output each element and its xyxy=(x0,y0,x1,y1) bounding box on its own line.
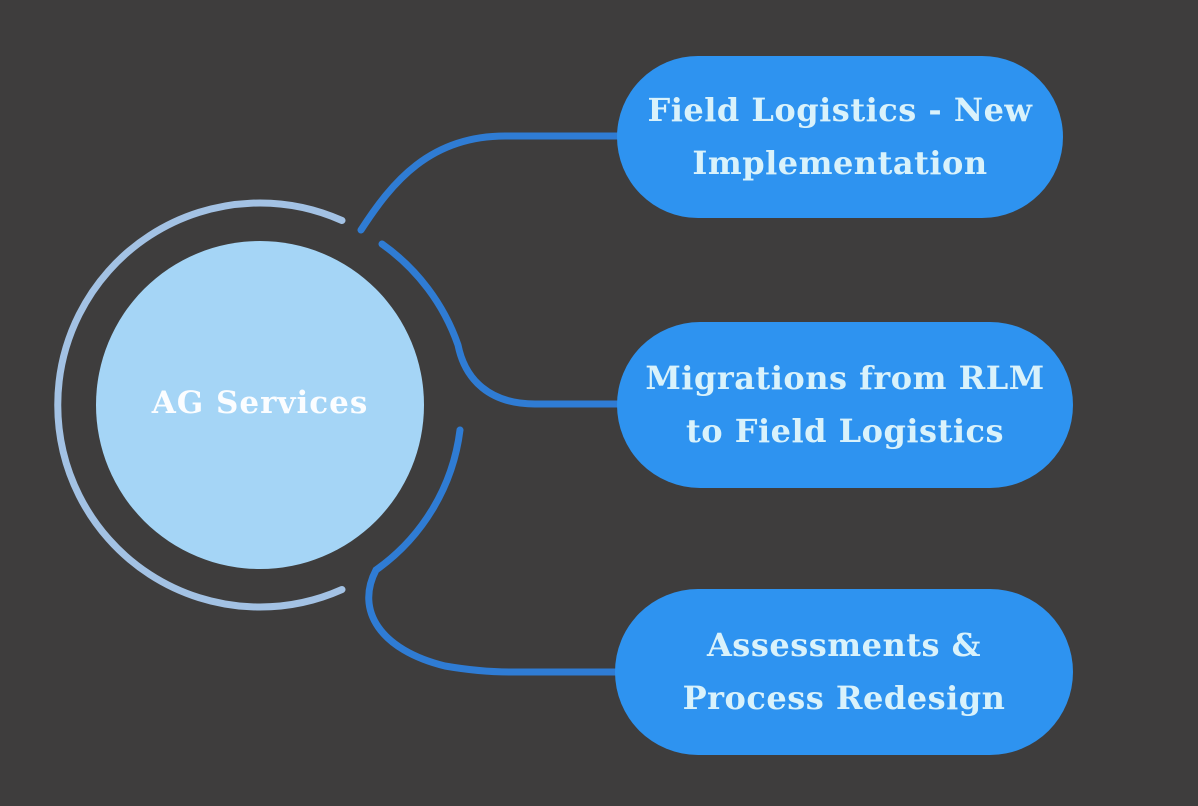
connector-bottom xyxy=(365,426,621,676)
node-label-line: Field Logistics - New xyxy=(647,91,1033,129)
node-label-line: Migrations from RLM xyxy=(645,359,1045,397)
central-circle xyxy=(96,241,424,569)
connector-middle xyxy=(378,240,623,408)
node-label-line: to Field Logistics xyxy=(686,412,1004,450)
central-node-label: AG Services xyxy=(151,385,369,421)
node-field-logistics-new-implementation: Field Logistics - New Implementation xyxy=(617,56,1063,218)
connector-top xyxy=(357,132,623,234)
node-label-line: Implementation xyxy=(692,144,988,182)
outer-ring-arc xyxy=(54,199,346,611)
node-assessments-process-redesign: Assessments & Process Redesign xyxy=(615,589,1073,755)
node-label-line: Assessments & xyxy=(706,626,982,664)
node-label-line: Process Redesign xyxy=(682,679,1006,717)
node-migrations-rlm-to-field-logistics: Migrations from RLM to Field Logistics xyxy=(617,322,1073,488)
